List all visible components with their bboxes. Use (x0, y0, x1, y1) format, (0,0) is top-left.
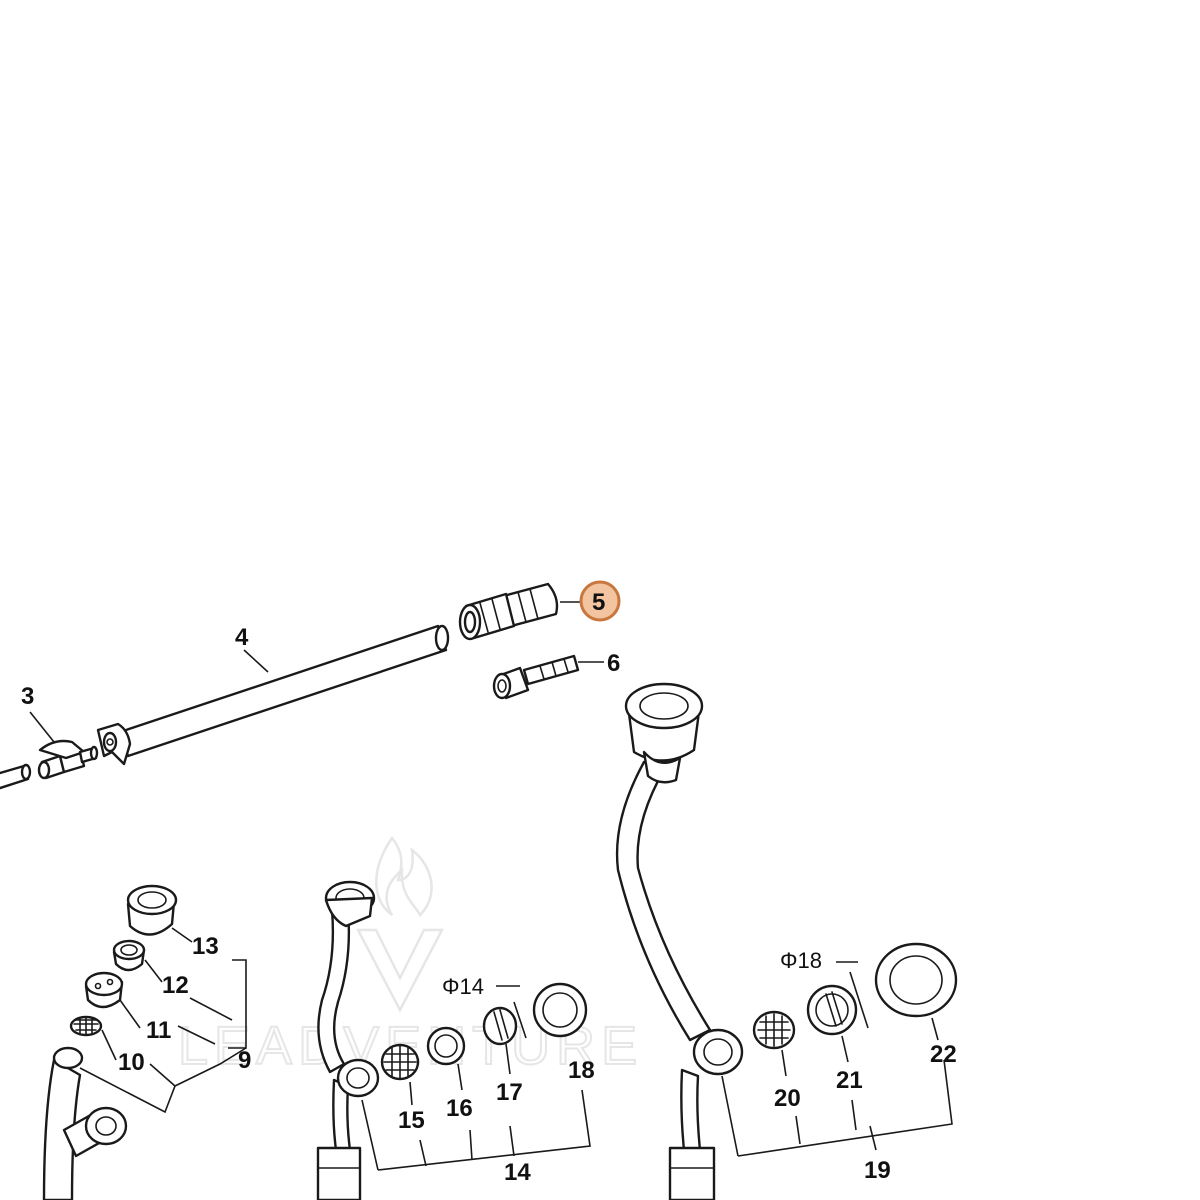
callout-16[interactable]: 16 (446, 1095, 473, 1122)
part-21-slotted-plug (806, 984, 858, 1036)
callout-5-highlight[interactable] (579, 580, 621, 622)
part-11-disc (84, 971, 124, 1009)
callout-11[interactable]: 11 (146, 1017, 171, 1044)
part-17-slotted-plug (482, 1006, 518, 1046)
part-16-ring (426, 1026, 466, 1066)
dimension-phi18: Φ18 (780, 948, 822, 973)
callout-19[interactable]: 19 (864, 1157, 891, 1184)
dimension-phi14: Φ14 (442, 974, 484, 999)
callout-13[interactable]: 13 (192, 933, 219, 960)
callout-18[interactable]: 18 (568, 1057, 595, 1084)
leader-lines (29, 601, 953, 1171)
watermark: LEADVENTURE (177, 835, 638, 1077)
part-12-washer (112, 939, 146, 972)
callout-21[interactable]: 21 (836, 1067, 863, 1094)
part-22-cap (874, 942, 958, 1018)
part-4-rod (96, 624, 450, 766)
part-10-filter-screen (69, 1015, 103, 1037)
callout-22[interactable]: 22 (930, 1041, 957, 1068)
part-18-cap (532, 982, 588, 1038)
part-15-mesh-filter (380, 1043, 420, 1081)
part-19-long-pipe (615, 682, 744, 1200)
callout-3[interactable]: 3 (21, 683, 34, 710)
callout-17[interactable]: 17 (496, 1079, 523, 1106)
callout-15[interactable]: 15 (398, 1107, 425, 1134)
part-2-tube-end (0, 763, 32, 790)
callout-12[interactable]: 12 (162, 972, 189, 999)
callout-10[interactable]: 10 (118, 1049, 145, 1076)
part-14-bent-pipe (316, 880, 380, 1200)
part-13-cap (126, 884, 178, 936)
callout-14[interactable]: 14 (504, 1159, 531, 1186)
part-3-valve (37, 739, 99, 780)
part-6-fitting (492, 654, 580, 700)
watermark-flame-logo (375, 835, 433, 918)
part-9-elbow-pipe (42, 1046, 128, 1200)
callout-20[interactable]: 20 (774, 1085, 801, 1112)
watermark-v-logo (355, 928, 445, 1013)
callout-labels: 3 4 5 6 9 10 11 12 13 14 15 16 17 18 19 … (21, 589, 957, 1186)
part-5-nut-cone (458, 582, 559, 641)
callout-6[interactable]: 6 (607, 650, 620, 677)
part-20-mesh-filter (752, 1010, 796, 1050)
callout-4[interactable]: 4 (235, 624, 249, 651)
callout-9[interactable]: 9 (238, 1047, 251, 1074)
callout-5[interactable]: 5 (592, 589, 605, 616)
